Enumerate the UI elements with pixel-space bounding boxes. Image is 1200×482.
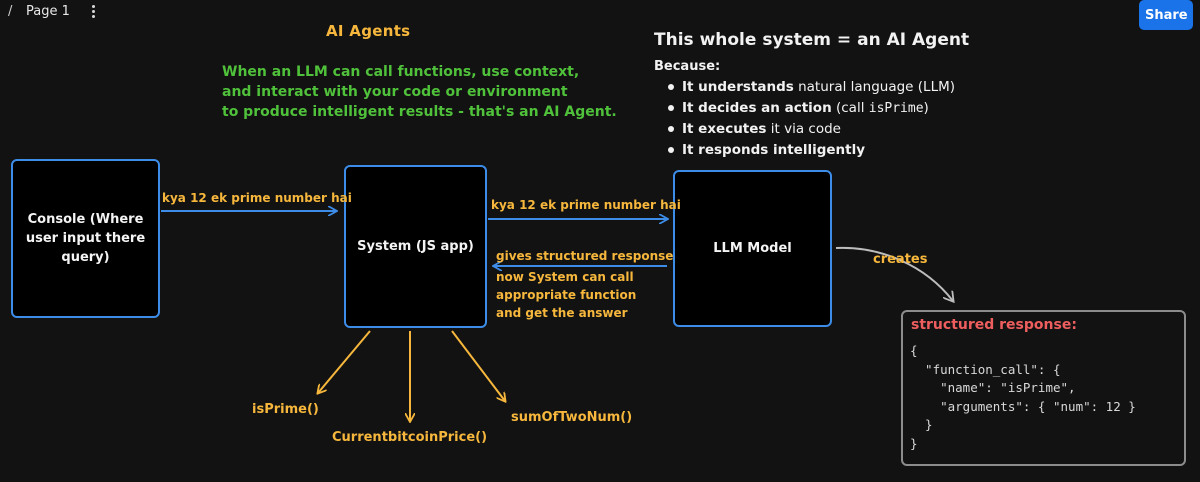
definition-line-1: When an LLM can call functions, use cont… [222, 64, 580, 80]
code-line: } [910, 435, 918, 451]
creates-label: creates [873, 252, 928, 267]
arrow-creates [835, 246, 953, 301]
ai-agents-heading: AI Agents [326, 22, 411, 40]
reason-bold: It understands [682, 79, 794, 95]
system-call-note-2: appropriate function [496, 288, 637, 302]
code-line: "arguments": { "num": 12 } [910, 398, 1136, 414]
reason-item: It executes it via code [668, 119, 955, 140]
reason-item: It responds intelligently [668, 140, 955, 161]
reason-tail: ) [923, 100, 929, 116]
arrow-to-sum [451, 330, 505, 401]
bullet-dot-icon [668, 84, 674, 90]
reason-text: (call [835, 100, 865, 116]
code-line: "function_call": { [910, 361, 1061, 377]
edge-label-console-system: kya 12 ek prime number hai [162, 191, 352, 205]
reason-bold: It decides an action [682, 100, 832, 116]
reason-text: it via code [770, 121, 841, 137]
console-node[interactable]: Console (Where user input there query) [11, 159, 160, 318]
reason-item: It decides an action (call isPrime) [668, 98, 955, 119]
code-line: } [910, 417, 933, 432]
reason-text: natural language (LLM) [798, 79, 956, 95]
llm-node[interactable]: LLM Model [673, 170, 832, 327]
definition-line-3: to produce intelligent results - that's … [222, 104, 617, 120]
code-line: "name": "isPrime", [910, 380, 1076, 395]
arrow-to-isprime [318, 330, 371, 393]
definition-emphasis: AI Agent [543, 104, 612, 120]
definition-period: . [611, 104, 617, 120]
code-line: { [910, 343, 918, 358]
reason-bold: It responds intelligently [682, 142, 866, 158]
reason-code: isPrime [868, 101, 924, 116]
reason-item: It understands natural language (LLM) [668, 77, 955, 98]
edge-label-system-llm: kya 12 ek prime number hai [491, 198, 681, 212]
definition-line-2: and interact with your code or environme… [222, 84, 568, 100]
structured-response-title: structured response: [911, 317, 1077, 333]
vertical-ellipsis-icon[interactable] [88, 3, 98, 19]
reason-bold: It executes [682, 121, 767, 137]
function-isprime: isPrime() [252, 402, 319, 417]
breadcrumb-separator: / [8, 4, 13, 19]
bullet-dot-icon [668, 126, 674, 132]
system-node[interactable]: System (JS app) [344, 165, 487, 328]
definition-line-3-text: to produce intelligent results - that's … [222, 104, 539, 120]
system-note-title: This whole system = an AI Agent [654, 30, 970, 50]
structured-response-code: { "function_call": { "name": "isPrime", … [910, 342, 1136, 453]
edge-label-llm-system: gives structured response [496, 249, 674, 263]
share-button[interactable]: Share [1139, 0, 1193, 30]
bullet-dot-icon [668, 105, 674, 111]
function-bitcoin-price: CurrentbitcoinPrice() [332, 430, 488, 445]
system-call-note-3: and get the answer [496, 306, 628, 320]
function-sum: sumOfTwoNum() [511, 410, 633, 425]
because-label: Because: [654, 59, 721, 74]
bullet-dot-icon [668, 147, 674, 153]
structured-response-box[interactable]: structured response: { "function_call": … [901, 310, 1186, 466]
system-call-note-1: now System can call [496, 270, 634, 284]
page-name[interactable]: Page 1 [26, 4, 70, 19]
reason-list: It understands natural language (LLM) It… [668, 77, 955, 161]
